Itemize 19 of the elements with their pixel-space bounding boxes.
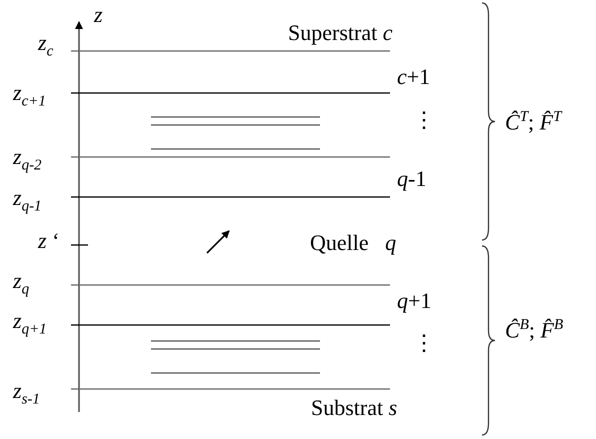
layer-label: Substrat s (311, 397, 398, 419)
axis-label: z (94, 4, 103, 26)
layer-label: q-1 (397, 168, 426, 190)
layer-label: c+1 (397, 66, 430, 88)
coordinate-label: z$_{c+1}$ (13, 82, 46, 110)
matrix-label: Ĉ$^{T}$; F̂$^{T}$ (505, 110, 562, 134)
coordinate-label: z$_{s-1}$ (13, 380, 40, 408)
coordinate-label: z$_{q}$ (13, 270, 30, 298)
coordinate-label: z$_{q+1}$ (13, 310, 47, 338)
ellipsis: ⋮ (413, 109, 435, 131)
matrix-label: Ĉ$^{B}$; F̂$^{B}$ (505, 318, 564, 342)
layer-label: Superstrat c (288, 22, 392, 44)
coordinate-label: z$_{q-2}$ (13, 146, 42, 174)
layer-label: q+1 (397, 290, 432, 312)
coordinate-label: z ‘ (38, 230, 60, 252)
layer-label: Quelle q (310, 232, 396, 254)
coordinate-label: z$_{q-1}$ (13, 187, 42, 214)
coordinate-label: z$_{c}$ (38, 32, 54, 60)
ellipsis: ⋮ (413, 332, 435, 354)
